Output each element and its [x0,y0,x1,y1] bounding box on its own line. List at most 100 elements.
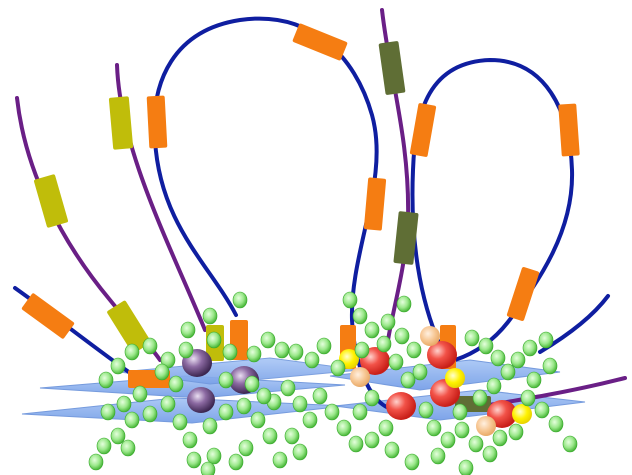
olive-block-icon [34,174,69,228]
green-bead-icon [459,460,473,475]
green-bead-icon [219,404,233,420]
orange-block-icon [364,177,386,230]
green-bead-icon [239,440,253,456]
green-bead-icon [377,336,391,352]
olive-block-icon [109,96,133,150]
green-bead-icon [343,292,357,308]
green-bead-icon [207,332,221,348]
green-bead-icon [337,420,351,436]
green-bead-icon [473,390,487,406]
green-bead-icon [397,296,411,312]
green-bead-icon [207,448,221,464]
green-bead-icon [453,404,467,420]
purple-sphere-icon [187,387,215,413]
green-bead-icon [285,428,299,444]
green-bead-icon [305,352,319,368]
orange-block-icon [292,23,348,61]
green-bead-icon [281,380,295,396]
green-bead-icon [111,358,125,374]
green-bead-icon [275,342,289,358]
green-bead-icon [203,418,217,434]
green-bead-icon [117,396,131,412]
green-bead-icon [181,322,195,338]
green-bead-icon [169,376,183,392]
green-bead-icon [401,372,415,388]
orange-block-icon [21,293,75,340]
green-bead-icon [111,428,125,444]
green-bead-icon [293,396,307,412]
green-bead-icon [379,420,393,436]
green-bead-icon [303,412,317,428]
green-bead-icon [179,342,193,358]
green-bead-icon [143,406,157,422]
orange-block-icon [558,103,580,156]
dark-green-block-icon [378,41,405,95]
green-bead-icon [413,364,427,380]
peach-sphere-icon [476,416,496,436]
green-bead-icon [563,436,577,452]
orange-block-icon [506,266,539,321]
green-bead-icon [491,350,505,366]
green-bead-icon [441,432,455,448]
green-bead-icon [395,328,409,344]
green-bead-icon [381,314,395,330]
green-bead-icon [121,440,135,456]
green-bead-icon [155,364,169,380]
green-bead-icon [469,436,483,452]
green-bead-icon [465,330,479,346]
orange-block-icon [410,103,437,157]
green-bead-icon [543,358,557,374]
green-bead-icon [535,402,549,418]
green-bead-icon [527,372,541,388]
green-bead-icon [245,376,259,392]
green-bead-icon [261,332,275,348]
green-bead-icon [365,322,379,338]
green-bead-icon [143,338,157,354]
green-bead-icon [483,446,497,462]
green-bead-icon [479,338,493,354]
peach-sphere-icon [350,367,370,387]
green-bead-icon [293,444,307,460]
green-bead-icon [99,372,113,388]
orange-block-icon [147,96,168,149]
green-bead-icon [487,378,501,394]
green-bead-icon [183,432,197,448]
green-bead-icon [203,308,217,324]
green-bead-icon [173,414,187,430]
green-bead-icon [273,452,287,468]
green-bead-icon [405,454,419,470]
green-bead-icon [223,344,237,360]
green-bead-icon [501,364,515,380]
green-bead-icon [263,428,277,444]
green-bead-icon [247,346,261,362]
green-bead-icon [125,344,139,360]
green-bead-icon [419,402,433,418]
blue-strand-icon [412,60,572,360]
green-bead-icon [251,412,265,428]
green-bead-icon [353,404,367,420]
green-bead-icon [431,448,445,464]
green-bead-icon [97,438,111,454]
green-bead-icon [187,452,201,468]
green-bead-icon [201,462,215,475]
yellow-sphere-icon [512,404,532,424]
green-bead-icon [549,416,563,432]
green-bead-icon [511,352,525,368]
green-bead-icon [237,398,251,414]
yellow-sphere-icon [445,368,465,388]
green-bead-icon [101,404,115,420]
green-bead-icon [539,332,553,348]
green-bead-icon [257,388,271,404]
green-bead-icon [407,342,421,358]
green-bead-icon [219,372,233,388]
green-bead-icon [161,396,175,412]
green-bead-icon [353,308,367,324]
green-bead-icon [233,292,247,308]
green-bead-icon [289,344,303,360]
green-bead-icon [89,454,103,470]
green-bead-icon [509,424,523,440]
green-bead-icon [389,354,403,370]
green-bead-icon [133,386,147,402]
green-bead-icon [325,404,339,420]
